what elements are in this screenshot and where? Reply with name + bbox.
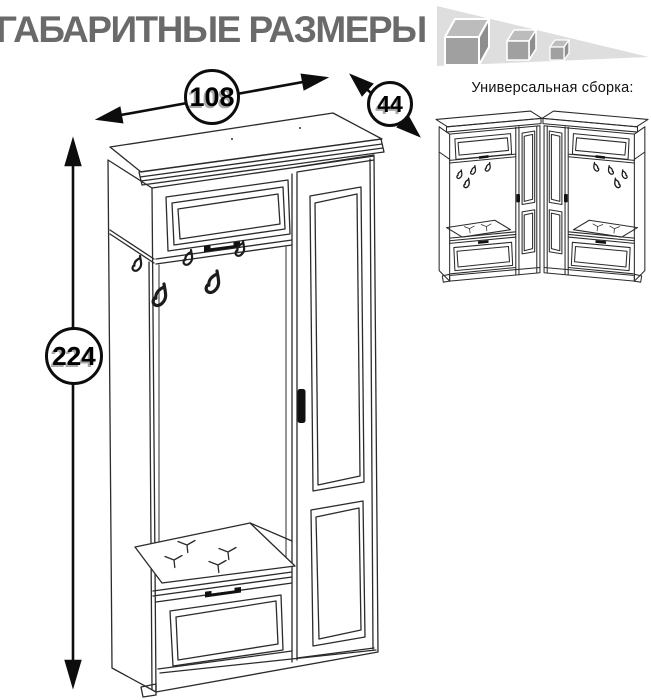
upper-cabinet-flap-door [155,179,293,265]
bench-seat [134,522,296,597]
dimension-badge-width: 108 [184,69,240,125]
dimension-badge-height: 224 [45,327,103,385]
drawer-handle [205,587,241,598]
right-tall-door [291,154,375,663]
height-arrow [64,136,82,690]
coat-hooks [131,239,287,561]
dimension-badge-depth: 44 [367,81,413,127]
assembly-variants-label: Универсальная сборка: [471,80,634,96]
assembly-variant-door-left [542,111,648,282]
page-title: ГАБАРИТНЫЕ РАЗМЕРЫ [0,9,427,50]
cube-small [549,39,570,61]
shrinking-cubes-icon [437,6,649,66]
carcass [107,155,379,693]
cube-large [444,18,490,66]
flap-door-handle [204,241,240,252]
door-handle [297,389,306,423]
plinth [140,649,377,698]
main-wardrobe-drawing [107,112,385,698]
cube-medium [506,29,537,61]
assembly-variant-door-right [436,111,542,282]
bottom-drawer [155,582,293,670]
